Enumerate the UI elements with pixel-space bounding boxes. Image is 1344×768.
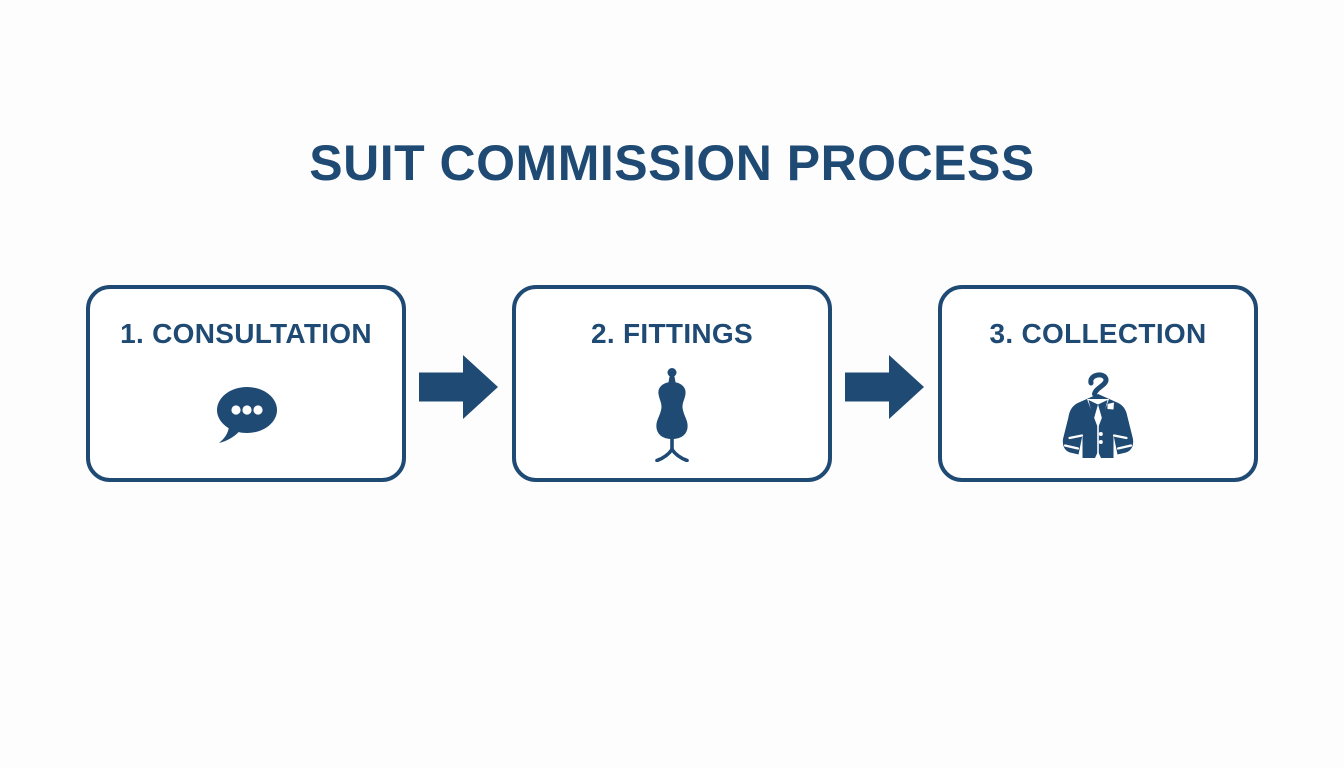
- step-label-collection: 3. COLLECTION: [989, 318, 1207, 349]
- step-box-collection: 3. COLLECTION: [938, 285, 1258, 482]
- process-flow: 1. CONSULTATION 2. FITTINGS: [0, 285, 1344, 482]
- arrow-right-icon: [419, 351, 499, 423]
- step-box-fittings: 2. FITTINGS: [512, 285, 832, 482]
- process-diagram: SUIT COMMISSION PROCESS 1. CONSULTATION: [0, 136, 1344, 768]
- step-label-fittings: 2. FITTINGS: [591, 318, 753, 349]
- page-title: SUIT COMMISSION PROCESS: [309, 135, 1035, 191]
- step-box-consultation: 1. CONSULTATION: [86, 285, 406, 482]
- arrow-right-icon: [845, 351, 925, 423]
- step-label-consultation: 1. CONSULTATION: [120, 318, 372, 349]
- suit-jacket-hanger-icon: [942, 350, 1254, 478]
- dress-form-icon: [516, 350, 828, 478]
- speech-bubble-icon: [90, 350, 402, 478]
